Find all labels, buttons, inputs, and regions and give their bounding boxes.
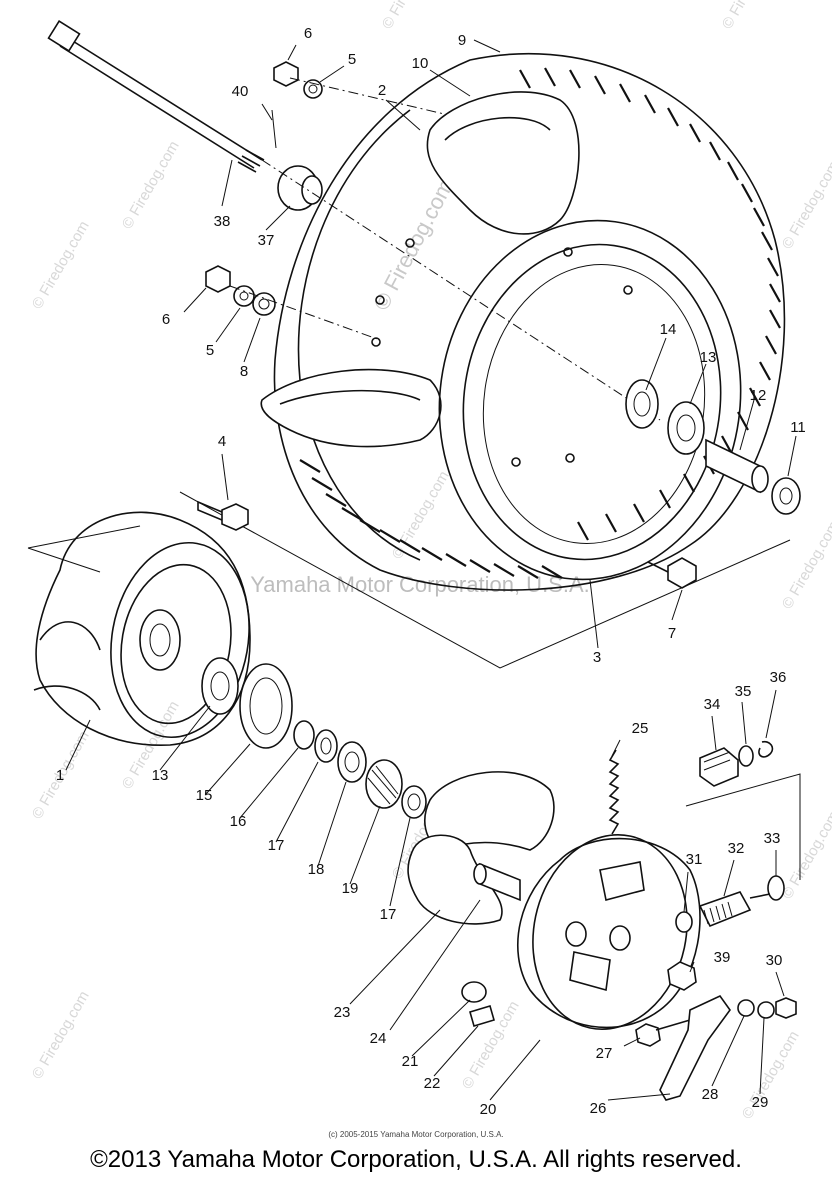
brake-shoes — [407, 771, 555, 925]
watermark-text: © Firedog.com — [779, 158, 832, 252]
watermark-text: © Firedog.com — [379, 0, 443, 32]
bolt-4 — [197, 500, 249, 531]
speedo-drive — [667, 875, 785, 991]
callout-6: 6 — [162, 311, 170, 328]
callout-12: 12 — [750, 387, 767, 404]
brake-plate — [517, 834, 701, 1030]
left-hardware — [205, 265, 381, 341]
callout-4: 4 — [218, 433, 226, 450]
watermark-layer: © Firedog.com © Firedog.com © Firedog.co… — [29, 0, 832, 1122]
top-hardware — [273, 61, 471, 121]
brake-cam — [473, 862, 521, 902]
callout-22: 22 — [424, 1075, 441, 1092]
hub-bearings — [625, 379, 705, 455]
callout-32: 32 — [728, 840, 745, 857]
callout-16: 16 — [230, 813, 247, 830]
callout-13: 13 — [700, 349, 717, 366]
callout-8: 8 — [240, 363, 248, 380]
callout-11: 11 — [790, 419, 806, 436]
cap-and-tag — [461, 981, 495, 1027]
callout-26: 26 — [590, 1100, 607, 1117]
callout-6: 6 — [304, 25, 312, 42]
wheel-hub — [33, 511, 251, 746]
callout-25: 25 — [632, 720, 649, 737]
stamp-watermark: Yamaha Motor Corporation, U.S.A. — [250, 572, 590, 597]
brake-lever — [635, 994, 797, 1101]
callout-30: 30 — [766, 952, 783, 969]
callout-20: 20 — [480, 1101, 497, 1118]
leader-lines — [65, 39, 797, 1101]
axle-assembly — [47, 20, 661, 421]
watermark-text: © Firedog.com — [389, 468, 453, 562]
callout-7: 7 — [668, 625, 676, 642]
tire — [260, 52, 786, 591]
watermark-text: © Firedog.com — [29, 218, 93, 312]
watermark-text: © Firedog.com — [719, 0, 783, 32]
callout-5: 5 — [348, 51, 356, 68]
callout-17: 17 — [268, 837, 285, 854]
callout-14: 14 — [660, 321, 677, 338]
callout-5: 5 — [206, 342, 214, 359]
speedo-bushing — [685, 740, 801, 880]
watermark-text: © Firedog.com — [779, 808, 832, 902]
callout-9: 9 — [458, 32, 466, 49]
callout-39: 39 — [714, 949, 731, 966]
callout-18: 18 — [308, 861, 325, 878]
copyright-notice: ©2013 Yamaha Motor Corporation, U.S.A. A… — [90, 1146, 742, 1173]
callout-3: 3 — [593, 649, 601, 666]
callout-33: 33 — [764, 830, 781, 847]
spacer-and-seal — [705, 438, 801, 515]
callouts: 1 2 3 4 5 5 6 6 7 8 9 10 11 12 13 13 14 … — [56, 25, 806, 1118]
callout-28: 28 — [702, 1086, 719, 1103]
bolt-7 — [647, 557, 697, 589]
source-copyright: (c) 2005-2015 Yamaha Motor Corporation, … — [328, 1130, 504, 1139]
callout-21: 21 — [402, 1053, 419, 1070]
callout-37: 37 — [258, 232, 275, 249]
callout-10: 10 — [412, 55, 429, 72]
assembly-guide — [27, 491, 791, 669]
callout-1: 1 — [56, 767, 64, 784]
callout-17: 17 — [380, 906, 397, 923]
callout-35: 35 — [735, 683, 752, 700]
callout-36: 36 — [770, 669, 787, 686]
callout-24: 24 — [370, 1030, 387, 1047]
callout-34: 34 — [704, 696, 721, 713]
callout-31: 31 — [686, 851, 703, 868]
brake-spring — [608, 749, 620, 835]
watermark-text: © Firedog.com — [29, 988, 93, 1082]
watermark-text: © Firedog.com — [779, 518, 832, 612]
callout-40: 40 — [232, 83, 249, 100]
callout-19: 19 — [342, 880, 359, 897]
callout-38: 38 — [214, 213, 231, 230]
callout-15: 15 — [196, 787, 213, 804]
callout-2: 2 — [378, 82, 386, 99]
watermark-text: © Firedog.com — [119, 138, 183, 232]
hub-internals — [201, 657, 427, 819]
callout-27: 27 — [596, 1045, 613, 1062]
callout-13: 13 — [152, 767, 169, 784]
callout-23: 23 — [334, 1004, 351, 1021]
callout-29: 29 — [752, 1094, 769, 1111]
watermark-text: © Firedog.com — [739, 1028, 803, 1122]
